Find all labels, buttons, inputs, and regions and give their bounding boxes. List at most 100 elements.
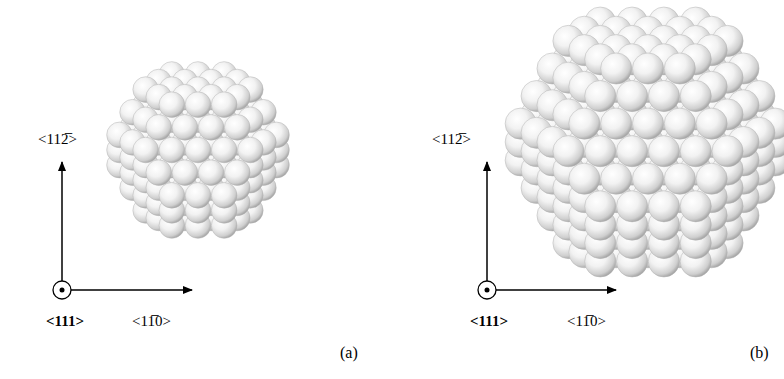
atom-sphere bbox=[159, 92, 185, 118]
atom-sphere bbox=[601, 108, 632, 139]
atom-sphere bbox=[712, 136, 743, 167]
atom-sphere bbox=[159, 92, 185, 118]
atom-sphere bbox=[601, 163, 632, 194]
atom-sphere bbox=[211, 92, 237, 118]
atom-sphere bbox=[712, 136, 743, 167]
atom-sphere bbox=[664, 163, 695, 194]
atom-sphere bbox=[172, 160, 198, 186]
atom-sphere bbox=[172, 115, 198, 141]
atom-sphere bbox=[569, 163, 600, 194]
axis-label: <11̅0> bbox=[567, 312, 606, 330]
atom-sphere bbox=[632, 53, 663, 84]
atom-sphere bbox=[159, 92, 185, 118]
atom-sphere bbox=[159, 137, 185, 163]
atom-sphere bbox=[648, 136, 679, 167]
atom-sphere bbox=[585, 136, 616, 167]
atom-sphere bbox=[585, 136, 616, 167]
atom-sphere bbox=[553, 136, 584, 167]
atom-sphere bbox=[211, 183, 237, 209]
atom-sphere bbox=[569, 108, 600, 139]
atom-sphere bbox=[198, 115, 224, 141]
atom-sphere bbox=[211, 92, 237, 118]
atom-sphere bbox=[585, 191, 616, 222]
atom-sphere bbox=[680, 191, 711, 222]
atom-sphere bbox=[617, 191, 648, 222]
atom-sphere bbox=[146, 115, 172, 141]
atom-sphere bbox=[172, 160, 198, 186]
atom-sphere bbox=[146, 160, 172, 186]
atom-sphere bbox=[601, 108, 632, 139]
atom-sphere bbox=[159, 183, 185, 209]
atom-sphere bbox=[696, 108, 727, 139]
atom-sphere bbox=[172, 115, 198, 141]
atom-sphere bbox=[224, 115, 250, 141]
atom-sphere bbox=[238, 137, 264, 163]
atom-sphere bbox=[680, 136, 711, 167]
atom-sphere bbox=[648, 80, 679, 111]
atom-sphere bbox=[146, 160, 172, 186]
atom-sphere bbox=[569, 108, 600, 139]
atom-sphere bbox=[617, 136, 648, 167]
atom-sphere bbox=[648, 191, 679, 222]
panel-tag: (a) bbox=[340, 343, 358, 362]
atom-sphere bbox=[198, 160, 224, 186]
atom-sphere bbox=[601, 53, 632, 84]
atom-sphere bbox=[211, 92, 237, 118]
atom-sphere bbox=[146, 160, 172, 186]
atom-sphere bbox=[617, 191, 648, 222]
atom-sphere bbox=[601, 53, 632, 84]
atom-sphere bbox=[664, 108, 695, 139]
atom-sphere bbox=[617, 191, 648, 222]
atom-sphere bbox=[664, 163, 695, 194]
atom-sphere bbox=[224, 115, 250, 141]
atom-sphere bbox=[159, 137, 185, 163]
atom-sphere bbox=[601, 108, 632, 139]
atom-sphere bbox=[238, 137, 264, 163]
atom-sphere bbox=[159, 183, 185, 209]
atom-sphere bbox=[585, 80, 616, 111]
atom-sphere bbox=[601, 163, 632, 194]
atom-sphere bbox=[632, 108, 663, 139]
atom-sphere bbox=[146, 115, 172, 141]
atom-sphere bbox=[585, 80, 616, 111]
atom-sphere bbox=[585, 191, 616, 222]
atom-sphere bbox=[680, 191, 711, 222]
atom-sphere bbox=[553, 136, 584, 167]
atom-sphere bbox=[617, 80, 648, 111]
atom-sphere bbox=[198, 115, 224, 141]
axis-label: <112̅> bbox=[38, 130, 77, 148]
atom-sphere bbox=[185, 92, 211, 118]
atom-sphere bbox=[133, 137, 159, 163]
axis-triad bbox=[53, 162, 192, 299]
atom-sphere bbox=[680, 191, 711, 222]
atom-sphere bbox=[601, 53, 632, 84]
atom-sphere bbox=[172, 160, 198, 186]
atom-sphere bbox=[211, 137, 237, 163]
atom-sphere bbox=[664, 53, 695, 84]
atom-sphere bbox=[553, 136, 584, 167]
atom-sphere bbox=[159, 183, 185, 209]
atom-sphere bbox=[185, 183, 211, 209]
atom-sphere bbox=[664, 108, 695, 139]
atom-sphere bbox=[632, 53, 663, 84]
atom-sphere bbox=[601, 163, 632, 194]
atom-sphere bbox=[185, 137, 211, 163]
atom-sphere bbox=[211, 183, 237, 209]
atom-sphere bbox=[664, 108, 695, 139]
atom-sphere bbox=[159, 137, 185, 163]
atom-sphere bbox=[648, 136, 679, 167]
atom-sphere bbox=[648, 191, 679, 222]
atom-sphere bbox=[211, 137, 237, 163]
atom-sphere bbox=[198, 115, 224, 141]
atom-sphere bbox=[696, 163, 727, 194]
atom-sphere bbox=[185, 92, 211, 118]
atom-sphere bbox=[632, 108, 663, 139]
atom-sphere bbox=[185, 183, 211, 209]
atom-sphere bbox=[617, 80, 648, 111]
atom-sphere bbox=[585, 191, 616, 222]
atom-sphere bbox=[664, 163, 695, 194]
atom-sphere bbox=[198, 160, 224, 186]
atom-sphere bbox=[569, 163, 600, 194]
atom-sphere bbox=[133, 137, 159, 163]
